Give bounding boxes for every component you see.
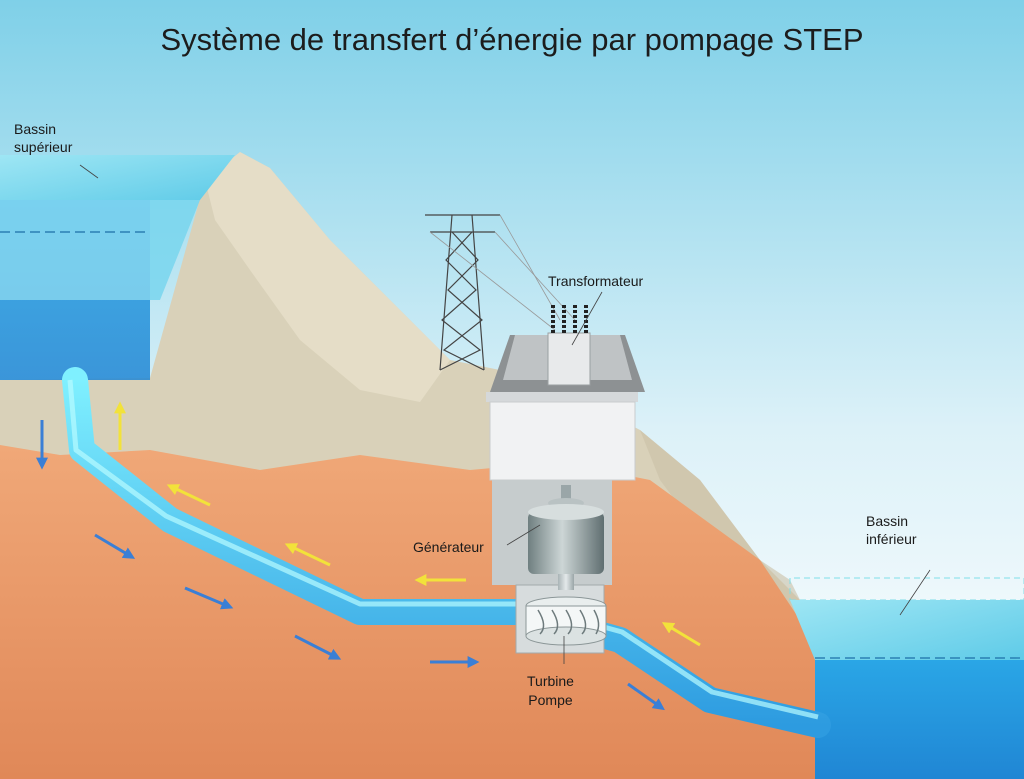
transformer-label: Transformateur <box>548 272 643 290</box>
turbine-pump-label: Turbine Pompe <box>527 672 574 710</box>
lower-basin <box>790 578 1024 779</box>
diagram-title: Système de transfert d’énergie par pompa… <box>0 22 1024 58</box>
upper-basin-label: Bassin supérieur <box>14 120 72 156</box>
lower-basin-label: Bassin inférieur <box>866 512 917 548</box>
generator-label: Générateur <box>413 538 484 556</box>
turbine-icon <box>526 597 606 645</box>
